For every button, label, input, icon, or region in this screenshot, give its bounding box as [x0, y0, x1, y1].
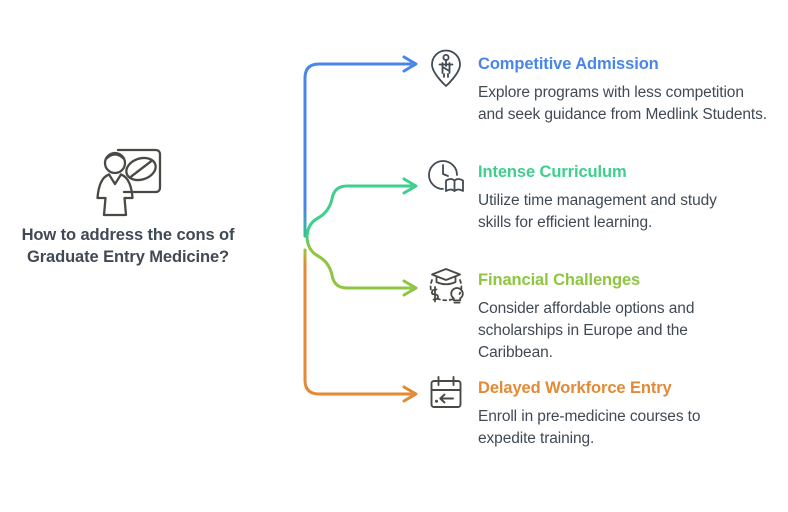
branch-item-intense-curriculum: Intense Curriculum Utilize time manageme…: [424, 154, 776, 234]
presenter-with-pill-board-icon: [96, 148, 162, 217]
branch-text-block: Competitive Admission Explore programs w…: [478, 46, 776, 126]
branch-text-block: Financial Challenges Consider affordable…: [478, 262, 776, 364]
branch-text-block: Delayed Workforce Entry Enroll in pre-me…: [478, 370, 776, 450]
branch-item-delayed-workforce-entry: Delayed Workforce Entry Enroll in pre-me…: [424, 370, 776, 450]
map-pin-hiker-icon: [424, 46, 468, 90]
root-node: How to address the cons of Graduate Entr…: [18, 133, 238, 269]
branch-description: Utilize time management and study skills…: [478, 191, 717, 231]
branch-item-competitive-admission: Competitive Admission Explore programs w…: [424, 46, 776, 126]
graduation-cap-money-idea-icon: [424, 262, 468, 306]
branch-description: Explore programs with less competition a…: [478, 83, 767, 123]
branch-title: Financial Challenges: [478, 271, 641, 289]
branch-description: Enroll in pre-medicine courses to expedi…: [478, 407, 701, 447]
branch-text-block: Intense Curriculum Utilize time manageme…: [478, 154, 776, 234]
branch-item-financial-challenges: Financial Challenges Consider affordable…: [424, 262, 776, 364]
root-label: How to address the cons of Graduate Entr…: [21, 226, 235, 266]
branch-title: Competitive Admission: [478, 55, 659, 73]
branch-title: Intense Curriculum: [478, 163, 627, 181]
root-icon: [18, 133, 238, 225]
branch-title: Delayed Workforce Entry: [478, 379, 672, 397]
branch-description: Consider affordable options and scholars…: [478, 299, 695, 361]
calendar-back-arrow-icon: [424, 370, 468, 414]
clock-book-icon: [424, 154, 468, 198]
